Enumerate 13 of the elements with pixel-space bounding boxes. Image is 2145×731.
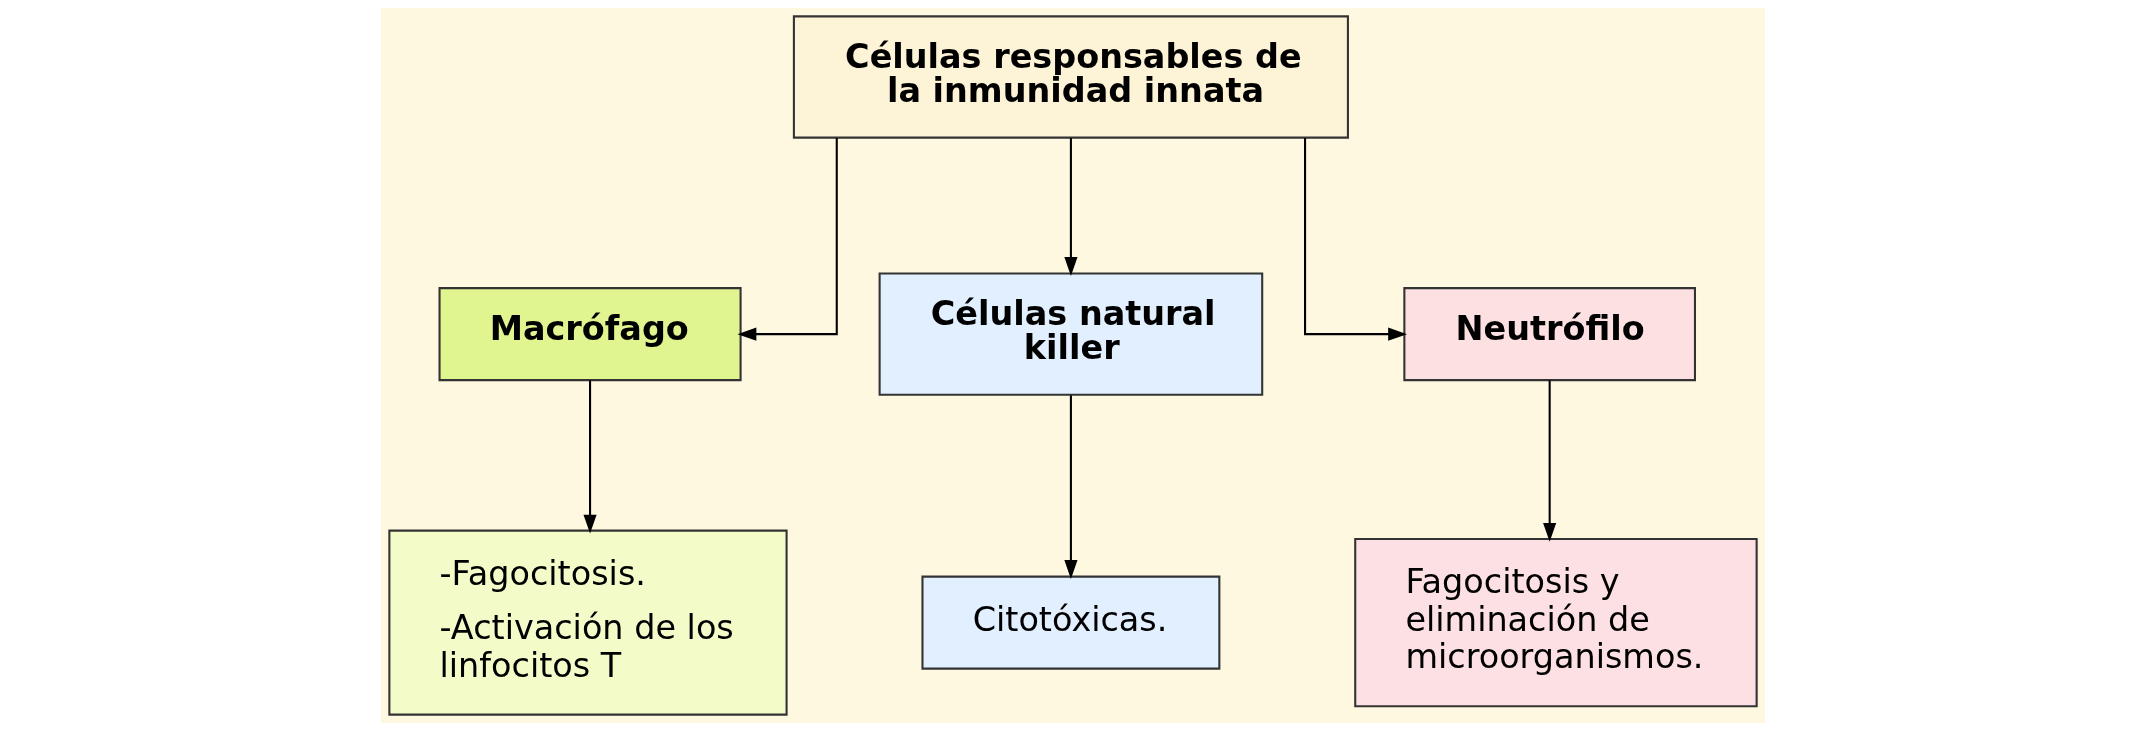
arrow <box>1303 137 1407 341</box>
arrow <box>1063 137 1077 276</box>
node-box: Células responsables de la inmunidad innata <box>792 15 1349 139</box>
node-box: Macrófago <box>438 287 742 382</box>
node-box: Neutrófilo <box>1402 287 1696 382</box>
node-box: -Fagocitosis. -Activación de los linfocitos T <box>387 529 788 716</box>
arrow <box>1063 395 1077 579</box>
node-box: Fagocitosis y eliminación de microorganismos. <box>1353 537 1758 708</box>
arrow <box>737 137 838 341</box>
node-box: Citotóxicas. <box>920 575 1220 670</box>
node-box: Células natural killer <box>878 272 1263 396</box>
arrow <box>1542 380 1556 542</box>
arrow <box>582 380 597 534</box>
